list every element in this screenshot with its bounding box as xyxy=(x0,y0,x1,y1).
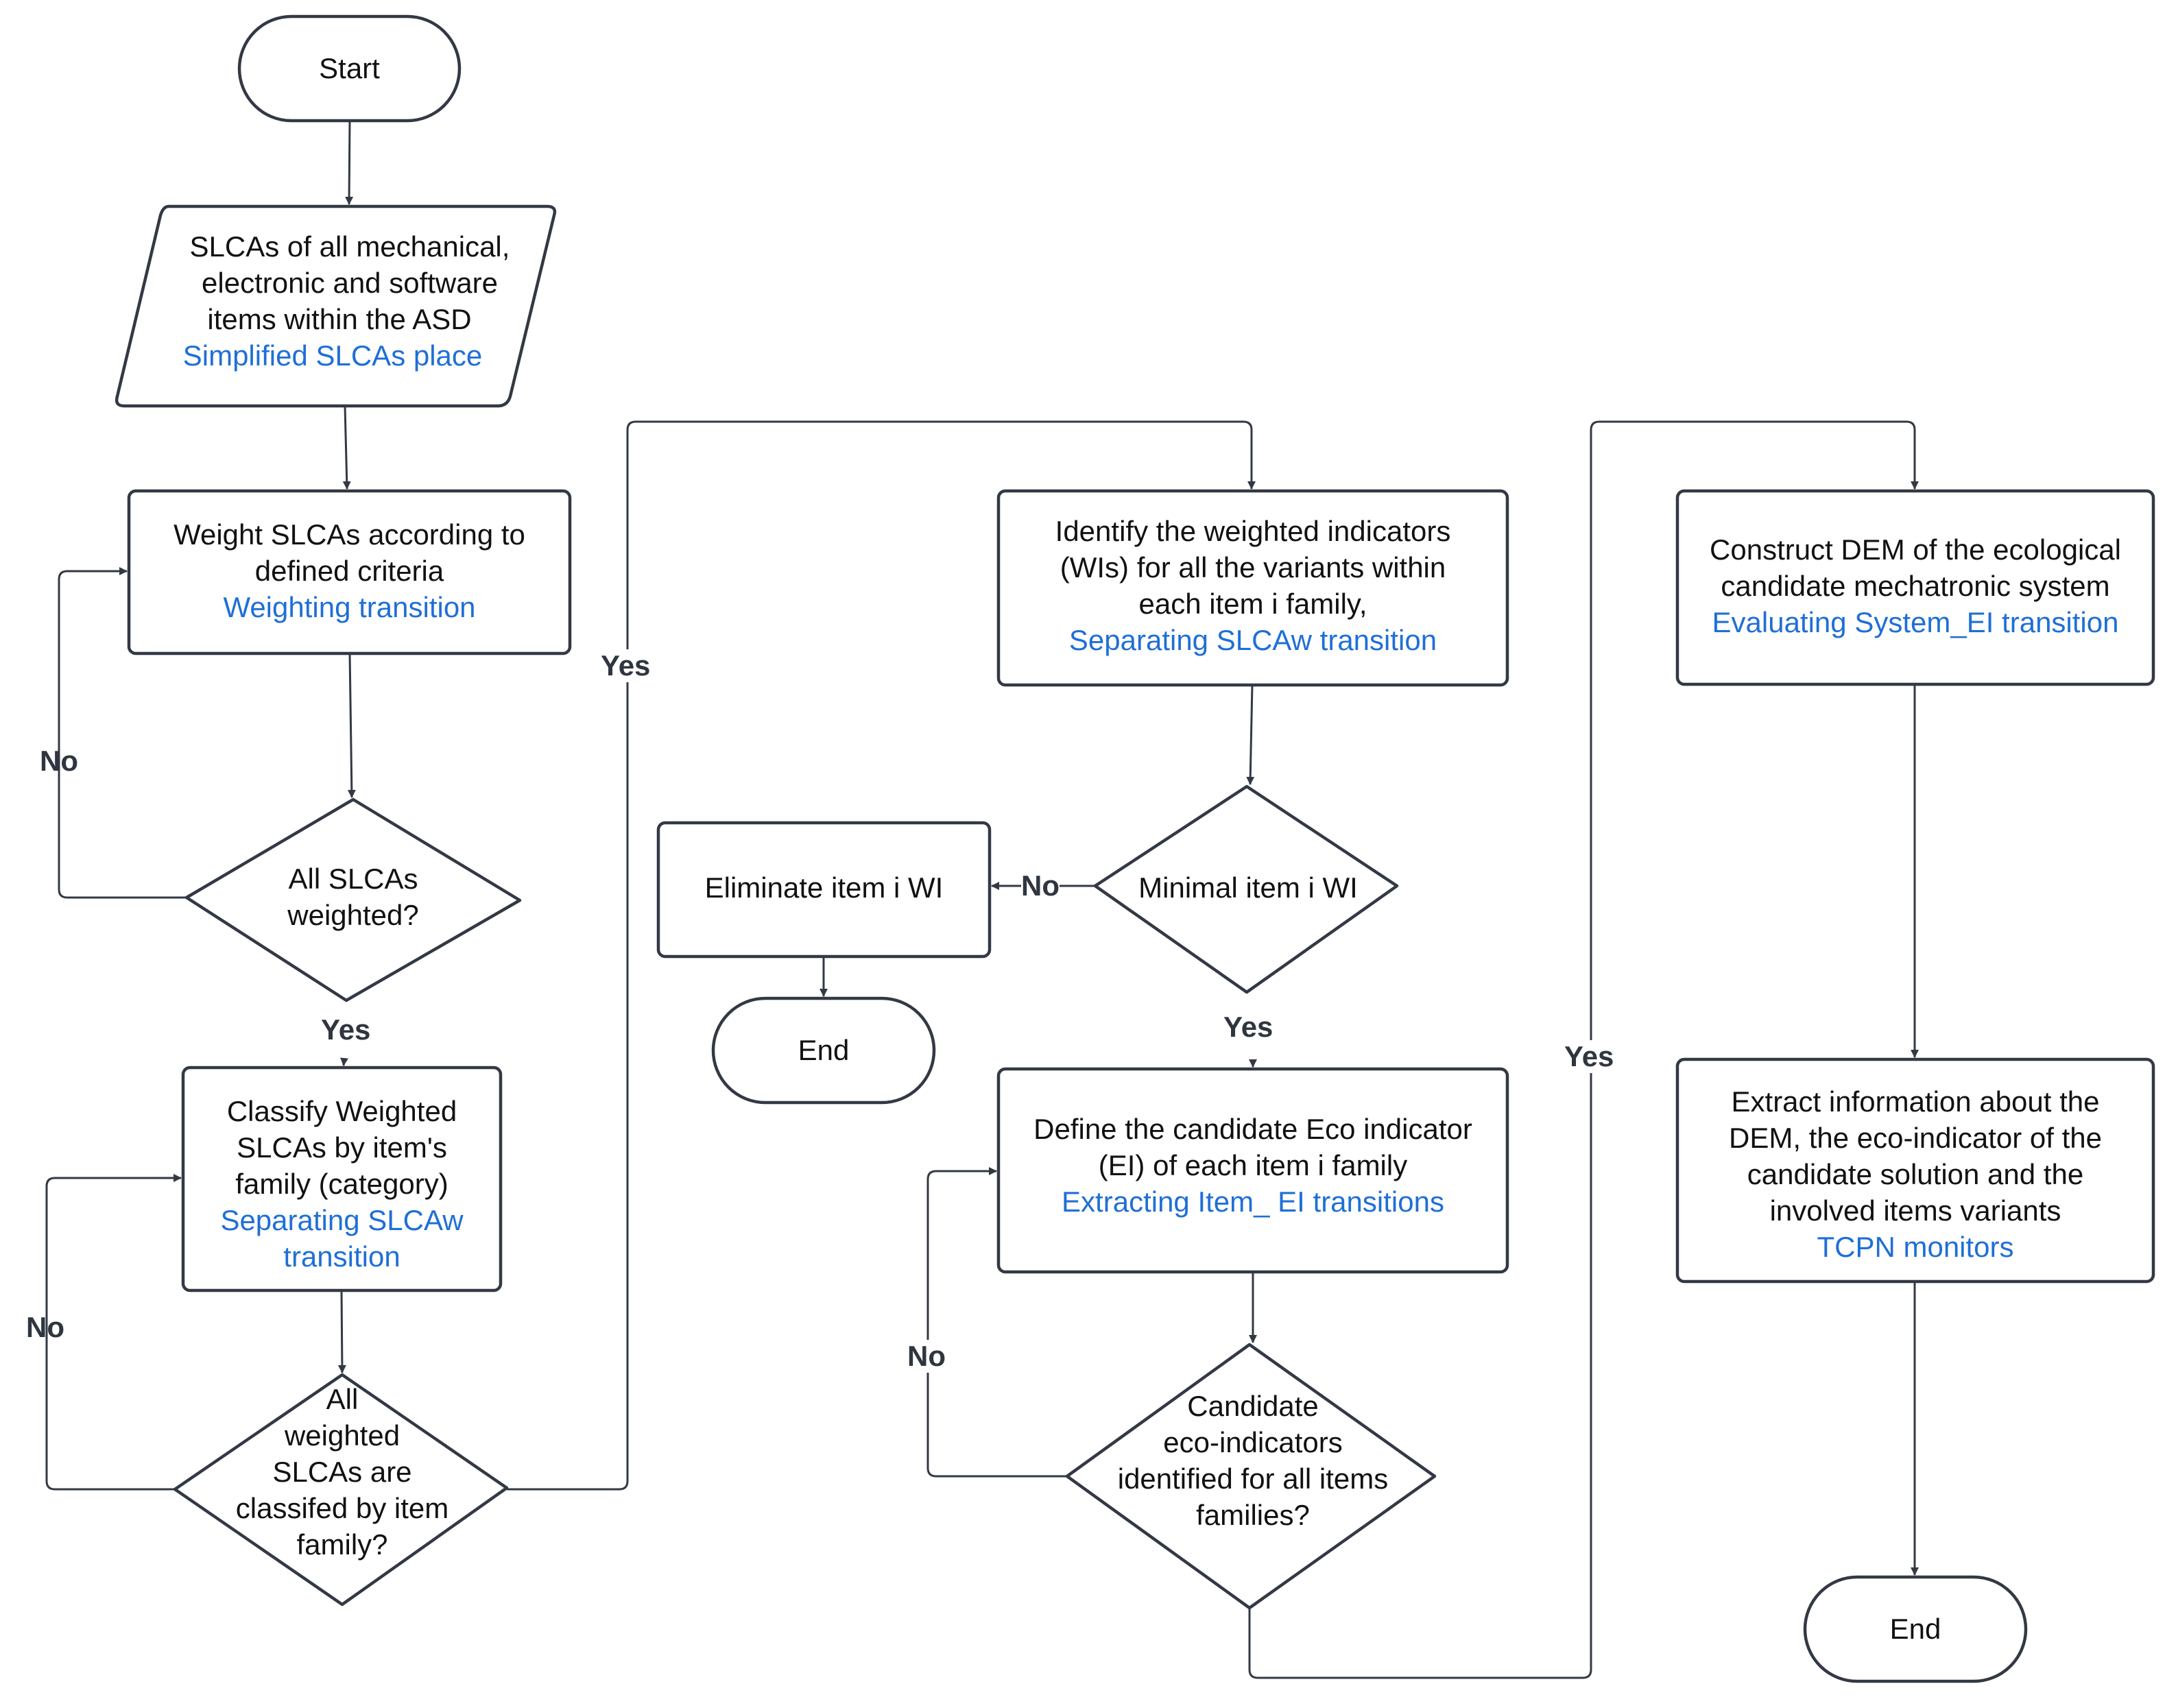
separating-slcaw-link: Separating SLCAw xyxy=(220,1204,464,1236)
candidate-line: eco-indicators xyxy=(1163,1426,1343,1458)
slca-all-text: SLCAs of all mechanical, electronic and … xyxy=(137,228,562,374)
edge-label-yes-classified: Yes xyxy=(601,649,651,682)
edge-start-to-slca xyxy=(345,120,354,205)
extract-line: Extract information about the xyxy=(1731,1085,2100,1118)
separating-slcaw-link: transition xyxy=(283,1240,400,1273)
extract-line: candidate solution and the xyxy=(1747,1158,2084,1190)
candidate-line: Candidate xyxy=(1187,1390,1319,1422)
minimal-label: Minimal item i WI xyxy=(1138,871,1358,904)
weight-process-box xyxy=(127,489,572,655)
extract-line: involved items variants xyxy=(1769,1194,2061,1227)
classify-text: Classify Weighted SLCAs by item's family… xyxy=(183,1093,501,1275)
edge-label-yes-weighted: Yes xyxy=(321,1013,371,1046)
slca-all-line: electronic and software xyxy=(202,267,498,299)
start-text: Start xyxy=(239,50,459,86)
extract-text: Extract information about the DEM, the e… xyxy=(1677,1083,2153,1265)
separating-slcaw-transition-link: Separating SLCAw transition xyxy=(1068,624,1437,656)
identify-line: each item i family, xyxy=(1138,588,1367,620)
slca-all-line: items within the ASD xyxy=(207,303,472,335)
all-classified-line: All xyxy=(326,1383,359,1415)
classify-line: SLCAs by item's xyxy=(237,1131,447,1164)
edge-label-no-classified: No xyxy=(26,1311,64,1343)
edge-no-candidate-loop xyxy=(926,1167,1067,1478)
all-classified-line: SLCAs are xyxy=(272,1456,412,1488)
edge-label-yes-candidate: Yes xyxy=(1564,1040,1614,1073)
edge-no-weighted-loop xyxy=(58,567,187,899)
weighting-transition-link: Weighting transition xyxy=(223,591,476,623)
edge-no-classified-loop xyxy=(45,1174,182,1491)
edge-slca-to-weight xyxy=(342,405,351,490)
extracting-item-ei-link: Extracting Item_ EI transitions xyxy=(1062,1186,1444,1218)
evaluating-system-ei-link: Evaluating System_EI transition xyxy=(1712,606,2119,638)
all-classified-decision xyxy=(173,1373,509,1607)
construct-text: Construct DEM of the ecological candidat… xyxy=(1677,531,2153,640)
edge-weight-to-decision xyxy=(347,653,356,798)
end2-label: End xyxy=(1889,1613,1941,1645)
define-text: Define the candidate Eco indicator (EI) … xyxy=(998,1111,1507,1220)
slca-all-line: SLCAs of all mechanical, xyxy=(189,230,510,263)
all-classified-line: family? xyxy=(296,1528,388,1561)
construct-line: candidate mechatronic system xyxy=(1721,570,2110,602)
classify-line: Classify Weighted xyxy=(226,1095,457,1127)
weight-line: defined criteria xyxy=(254,555,444,587)
define-line: (EI) of each item i family xyxy=(1098,1149,1408,1181)
candidate-line: identified for all items xyxy=(1117,1463,1389,1495)
start-label: Start xyxy=(319,52,380,84)
eliminate-label: Eliminate item i WI xyxy=(704,871,944,904)
edge-label-no-minimal: No xyxy=(1021,869,1060,902)
weight-line: Weight SLCAs according to xyxy=(174,518,525,551)
simplified-slcas-place-link: Simplified SLCAs place xyxy=(182,339,483,372)
eliminate-text: Eliminate item i WI xyxy=(658,869,990,906)
candidate-text: Candidate eco-indicators identified for … xyxy=(1078,1388,1428,1533)
slca-input-parallelogram xyxy=(115,204,557,408)
weight-text: Weight SLCAs according to defined criter… xyxy=(129,516,570,625)
edge-yes-classified xyxy=(507,420,1256,1491)
minimal-decision xyxy=(1093,784,1399,994)
candidate-line: families? xyxy=(1196,1499,1310,1531)
identify-line: Identify the weighted indicators xyxy=(1055,515,1451,547)
end1-text: End xyxy=(713,1032,934,1068)
all-weighted-line: weighted? xyxy=(287,899,419,931)
identify-process-box xyxy=(996,489,1509,687)
edge-identify-to-minimal xyxy=(1246,684,1255,785)
end-terminal-2 xyxy=(1803,1575,2028,1683)
all-weighted-decision xyxy=(184,797,522,1002)
identify-text: Identify the weighted indicators (WIs) f… xyxy=(998,513,1507,658)
all-classified-line: classifed by item xyxy=(235,1492,449,1524)
end1-label: End xyxy=(798,1034,850,1066)
tcpn-monitors-link: TCPN monitors xyxy=(1817,1231,2014,1263)
end2-text: End xyxy=(1805,1611,2026,1647)
all-weighted-line: All SLCAs xyxy=(288,863,418,895)
all-weighted-text: All SLCAs weighted? xyxy=(219,861,487,933)
edge-label-yes-minimal: Yes xyxy=(1223,1011,1273,1043)
extract-line: DEM, the eco-indicator of the xyxy=(1729,1122,2102,1154)
end-terminal-1 xyxy=(711,996,936,1105)
all-classified-line: weighted xyxy=(284,1419,400,1452)
edge-label-no-candidate: No xyxy=(907,1340,946,1373)
edge-label-no-weighted: No xyxy=(40,745,78,777)
classify-line: family (category) xyxy=(235,1168,448,1200)
identify-line: (WIs) for all the variants within xyxy=(1060,551,1446,584)
define-line: Define the candidate Eco indicator xyxy=(1033,1113,1472,1145)
all-classified-text: All weighted SLCAs are classifed by item… xyxy=(192,1381,492,1563)
minimal-text: Minimal item i WI xyxy=(1111,869,1385,906)
construct-line: Construct DEM of the ecological xyxy=(1710,533,2121,566)
